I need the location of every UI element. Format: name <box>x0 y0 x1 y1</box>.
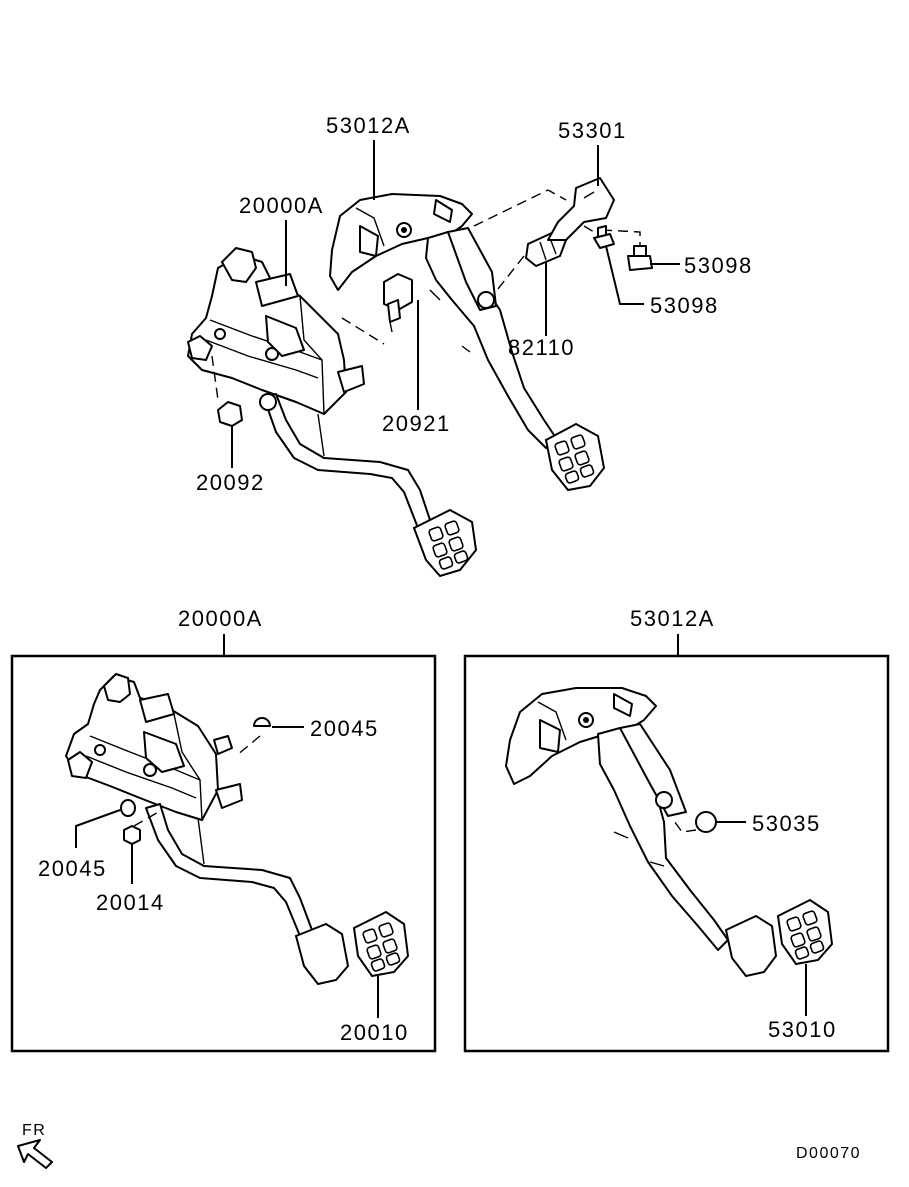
bushing-20045-lower <box>120 799 136 817</box>
label-82110: 82110 <box>508 335 575 360</box>
label-20045-lower: 20045 <box>38 856 107 881</box>
front-arrow-icon <box>17 1139 53 1169</box>
label-20921: 20921 <box>382 411 451 436</box>
label-20000a-top: 20000A <box>239 193 324 218</box>
label-20010: 20010 <box>340 1020 409 1045</box>
label-20000a-box: 20000A <box>178 606 263 631</box>
stoplamp-switch-82110 <box>493 231 567 295</box>
clutch-switch-20921 <box>341 273 413 345</box>
label-20092: 20092 <box>196 470 265 495</box>
bolt-53098-lower <box>593 225 615 249</box>
stopper-53035 <box>671 811 717 833</box>
top-brake-pad-grid <box>554 434 595 484</box>
label-53012a-top: 53012A <box>326 113 411 138</box>
label-53098-lower: 53098 <box>650 293 719 318</box>
clutch-detail-box: 20000A <box>10 606 437 1053</box>
drawing-code: D00070 <box>796 1145 861 1162</box>
label-53301: 53301 <box>558 118 627 143</box>
bolt-53098-right <box>627 245 653 271</box>
brake-detail-box: 53012A <box>463 606 890 1053</box>
front-direction-indicator: FR <box>17 1122 53 1169</box>
bracket-53301 <box>473 177 641 246</box>
label-53012a-box: 53012A <box>630 606 715 631</box>
bushing-20045-upper <box>235 717 271 757</box>
label-20045-upper: 20045 <box>310 716 379 741</box>
top-clutch-pedal-assembly <box>187 247 478 578</box>
label-20014: 20014 <box>96 890 165 915</box>
clutch-pad-20010-grid <box>362 922 401 972</box>
fr-label: FR <box>22 1122 46 1139</box>
label-53098-right: 53098 <box>684 253 753 278</box>
label-53010: 53010 <box>768 1017 837 1042</box>
top-clutch-pad-grid <box>428 520 469 570</box>
brake-pad-53010-grid <box>786 910 825 960</box>
nut-20014 <box>123 809 163 845</box>
clutch-nut-20092 <box>211 355 243 427</box>
top-brake-pedal-assembly <box>329 193 606 492</box>
label-53035: 53035 <box>752 811 821 836</box>
top-leader-lines <box>231 140 680 468</box>
